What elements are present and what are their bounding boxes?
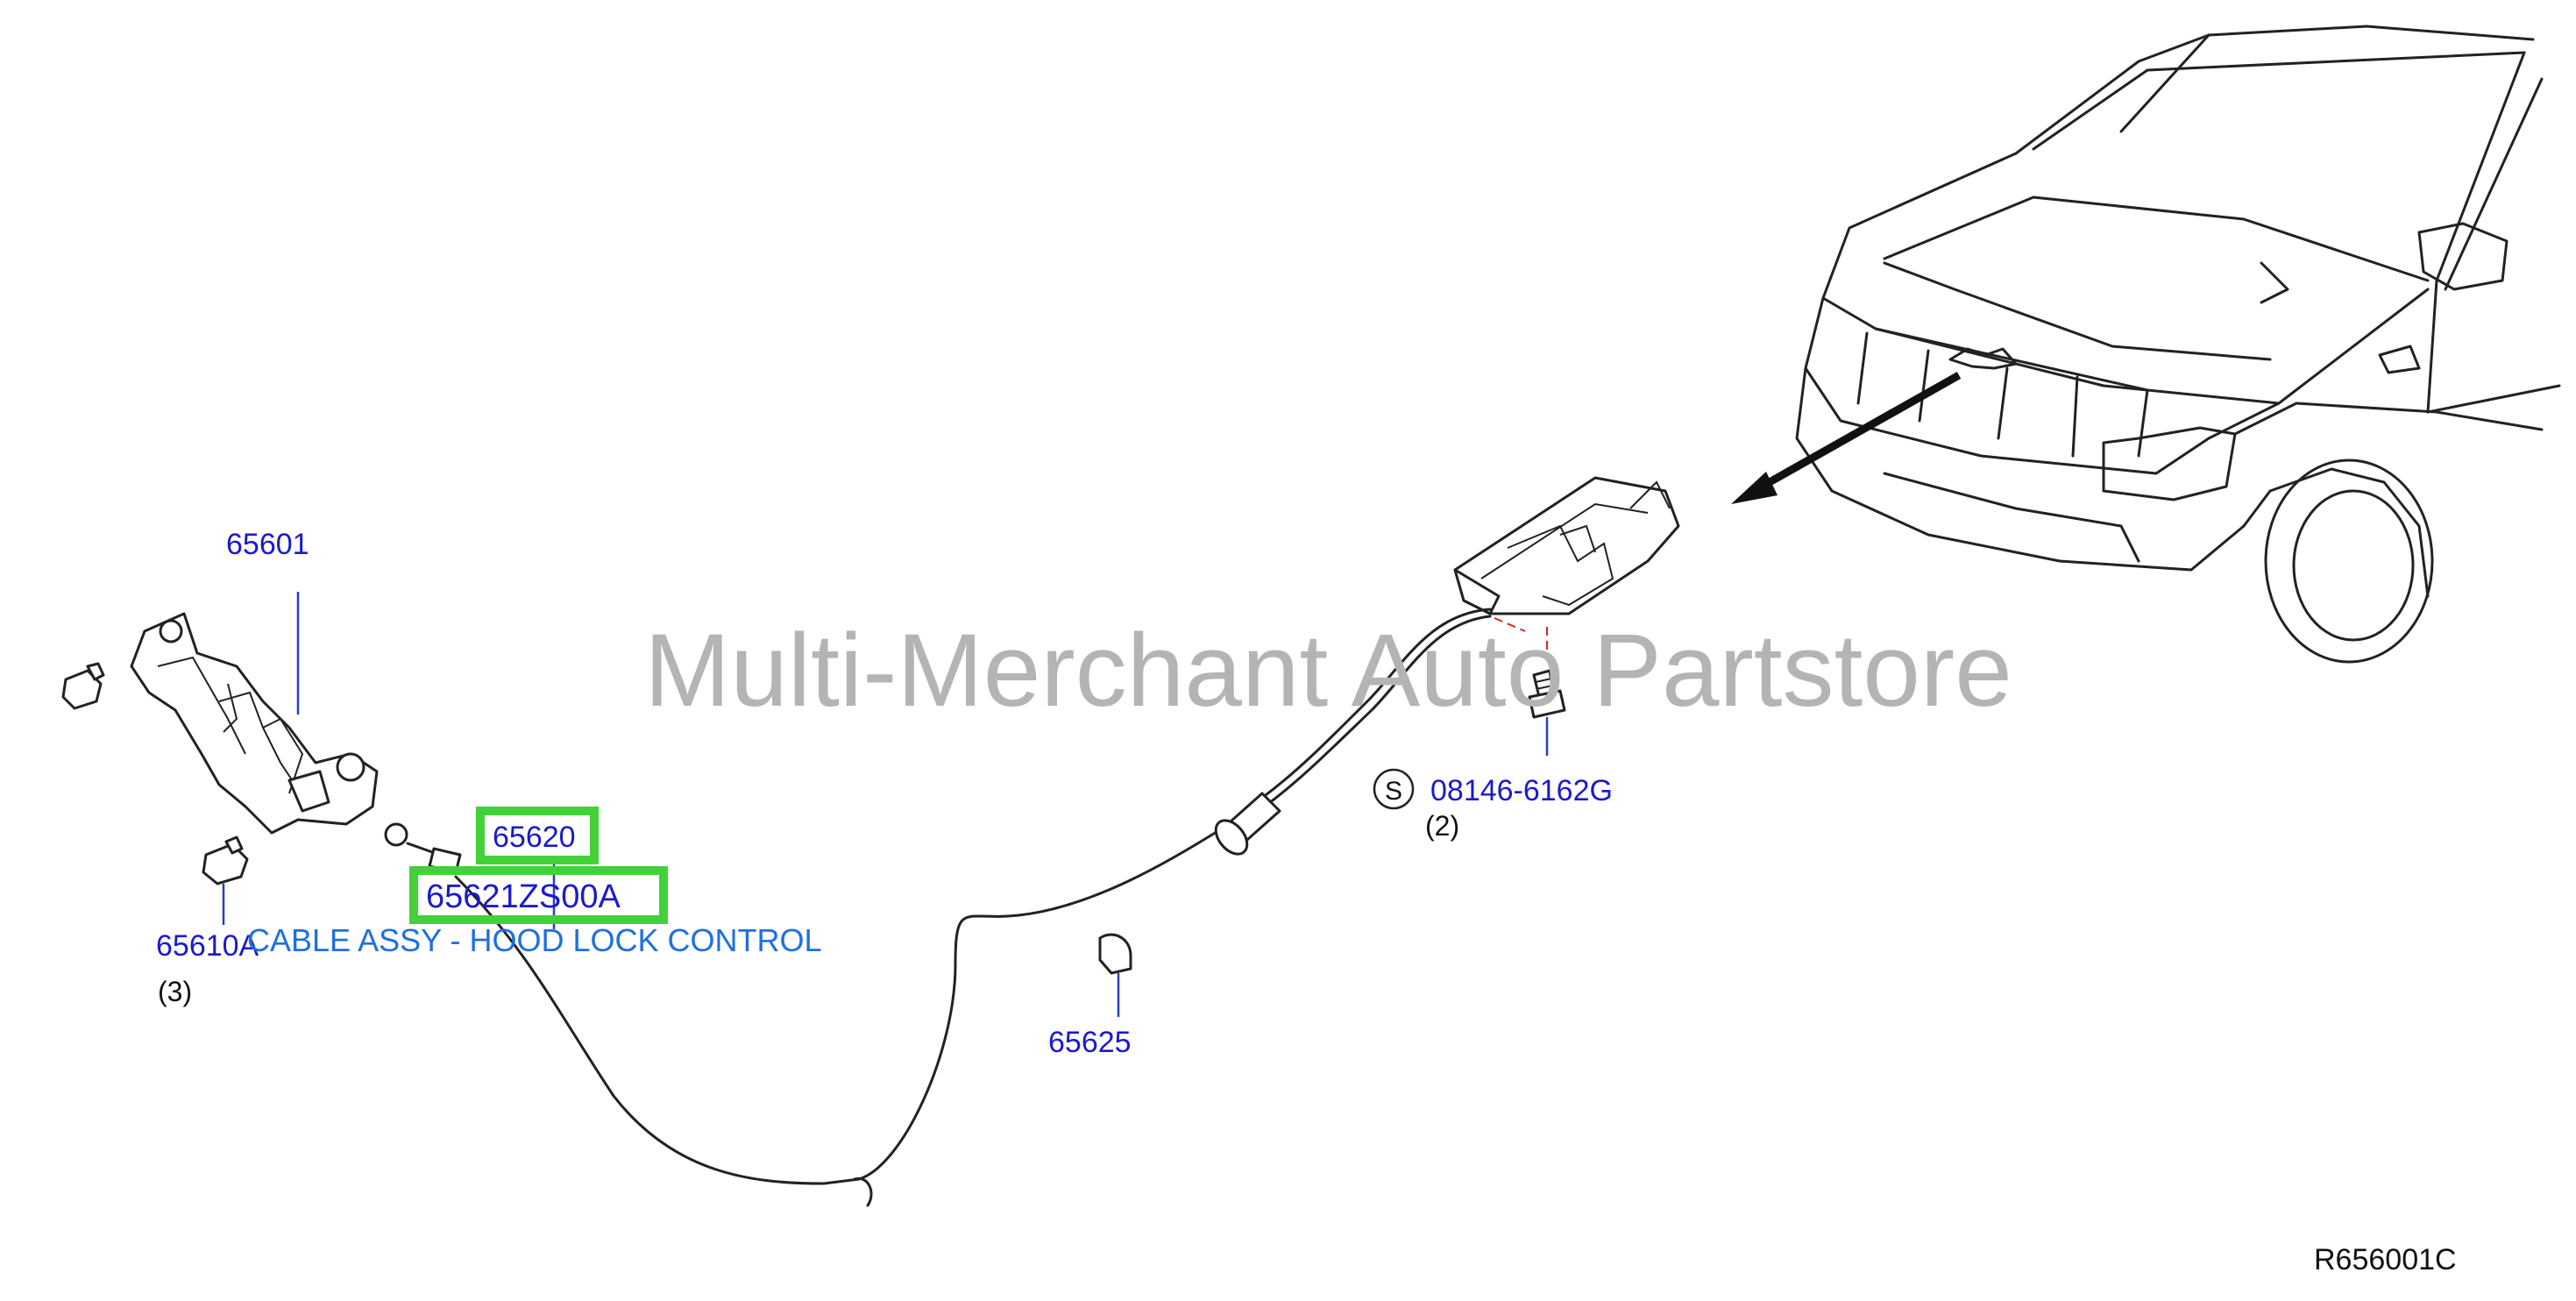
- vehicle-front-illustration: [1731, 25, 2561, 664]
- part-number-65620[interactable]: 65620: [493, 821, 576, 854]
- cable-clip-part: [1098, 933, 1132, 1017]
- standard-part-letter: S: [1385, 777, 1402, 806]
- part-description: CABLE ASSY - HOOD LOCK CONTROL: [247, 922, 822, 958]
- quantity-08146-6162g: (2): [1425, 810, 1459, 842]
- hood-release-handle-part: [1453, 476, 1680, 615]
- part-number-65621zs00a[interactable]: 65621ZS00A: [426, 878, 621, 915]
- part-number-65610a[interactable]: 65610A: [156, 929, 259, 963]
- watermark-text: Multi-Merchant Auto Partstore: [644, 613, 2012, 729]
- standard-part-symbol: S: [1373, 768, 1415, 810]
- highlight-box-65621zs00a: [409, 866, 668, 924]
- part-number-65625[interactable]: 65625: [1048, 1026, 1132, 1059]
- diagram-reference-code: R656001C: [2314, 1243, 2457, 1276]
- part-number-65601[interactable]: 65601: [226, 528, 309, 561]
- hood-lock-part: [130, 612, 379, 835]
- alignment-marks: [1494, 617, 1548, 653]
- bumper-rubber-part: [202, 835, 249, 925]
- hood-lock-cable: [384, 608, 1492, 1207]
- handle-bolt-part: [1528, 669, 1566, 756]
- part-number-08146-6162g[interactable]: 08146-6162G: [1430, 774, 1613, 807]
- bumper-rubber-part-upper: [61, 662, 105, 710]
- quantity-65610a: (3): [158, 976, 192, 1007]
- highlight-box-65620: [476, 807, 599, 864]
